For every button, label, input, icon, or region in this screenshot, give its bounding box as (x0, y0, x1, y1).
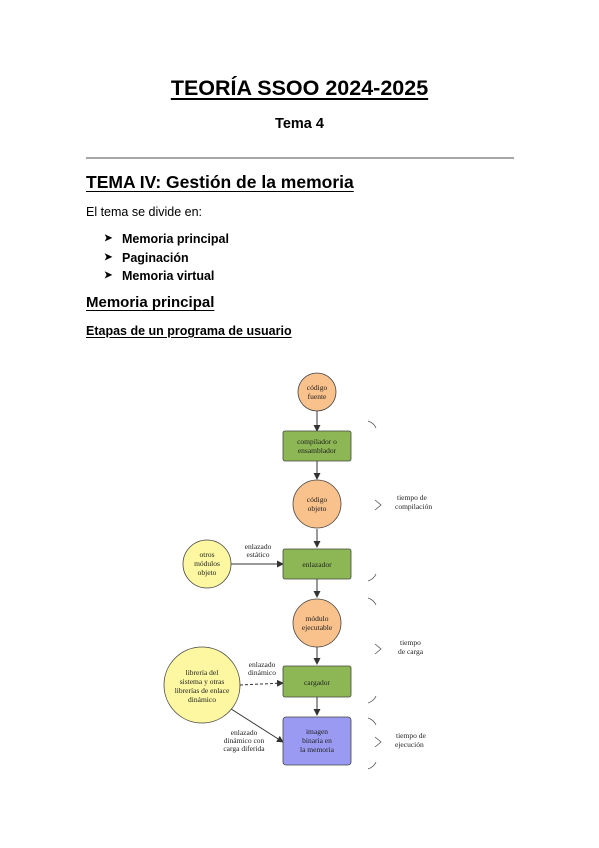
node-label: enlazador (302, 560, 332, 569)
chevron-right-icon (374, 643, 382, 655)
node-label: código (307, 495, 328, 504)
phase-label: tiempo (400, 638, 421, 647)
arrowhead-icon: ➤ (104, 251, 113, 263)
phase-label: ejecución (395, 740, 424, 749)
node-linker: enlazador (282, 548, 352, 580)
chapter-heading: TEMA IV: Gestión de la memoria (86, 172, 354, 192)
topic-label: Paginación (122, 250, 189, 265)
node-label: objeto (198, 568, 217, 577)
node-object-code: código objeto (292, 479, 342, 529)
edge-label: enlazado (249, 660, 276, 669)
arrowhead-icon: ➤ (104, 233, 113, 244)
phase-label: tiempo de (397, 493, 427, 502)
node-label: binaria en (302, 736, 332, 745)
section-heading: Memoria principal (86, 294, 215, 311)
edge-label: dinámico con (224, 736, 265, 745)
phase-brackets (367, 420, 382, 770)
node-memory-image: imagen binaria en la memoria (282, 716, 352, 766)
bracket-compile-bottom (367, 573, 377, 582)
node-label: ejecutable (302, 623, 333, 632)
node-shape (282, 716, 352, 766)
subsection-heading: Etapas de un programa de usuario (86, 324, 292, 338)
bracket-exec-bottom (367, 761, 377, 770)
chevron-right-icon (374, 499, 382, 511)
node-shape (292, 598, 342, 648)
node-label: compilador o (297, 437, 337, 446)
node-shape (163, 646, 241, 724)
node-label: librería del (186, 668, 219, 677)
edge-label: enlazado (231, 728, 258, 737)
node-label: módulos (194, 559, 220, 568)
arrowhead-icon: ➤ (104, 270, 113, 281)
node-label: imagen (306, 727, 328, 736)
phase-label: compilación (395, 502, 432, 511)
node-label: código (307, 383, 328, 392)
node-shape (282, 430, 352, 462)
bracket-compile-top (367, 420, 377, 429)
node-shape (182, 539, 232, 589)
node-system-library: librería del sistema y otras librerías d… (163, 646, 241, 724)
node-label: cargador (304, 678, 331, 687)
document-title: TEORÍA SSOO 2024-2025 (170, 76, 429, 100)
node-label: ensamblador (298, 446, 337, 455)
document-subtitle: Tema 4 (275, 116, 324, 132)
connector-group (227, 411, 321, 743)
horizontal-divider (86, 157, 514, 159)
node-label: librerías de enlace (175, 686, 230, 695)
list-item: ➤ Paginación (104, 249, 229, 268)
node-label: módulo (306, 614, 329, 623)
node-shape (282, 548, 352, 580)
topic-label: Memoria virtual (122, 269, 215, 283)
list-item: ➤ Memoria principal (104, 230, 229, 249)
edge-label: estático (247, 550, 270, 559)
intro-text: El tema se divide en: (86, 205, 203, 219)
edge-label: carga diferida (223, 744, 265, 753)
edge-label: enlazado (245, 542, 272, 551)
node-source-code: código fuente (297, 372, 337, 412)
node-shape (292, 479, 342, 529)
node-loader: cargador (282, 665, 352, 698)
arrow-library-to-loader (239, 679, 284, 687)
node-label: objeto (308, 504, 327, 513)
node-executable-module: módulo ejecutable (292, 598, 342, 648)
node-other-modules: otros módulos objeto (182, 539, 232, 589)
chevron-right-icon (374, 736, 382, 748)
list-item: ➤ Memoria virtual (104, 267, 229, 286)
arrow-library-to-memory (227, 706, 284, 743)
program-stages-diagram: código fuente compilador o ensamblador c… (163, 372, 432, 770)
phase-label: de carga (398, 647, 424, 656)
node-label: otros (200, 550, 215, 559)
bracket-exec-top (367, 717, 377, 726)
node-compiler: compilador o ensamblador (282, 430, 352, 462)
topic-label: Memoria principal (122, 232, 229, 246)
topic-list: ➤ Memoria principal ➤ Paginación ➤ Memoria … (104, 230, 229, 286)
node-label: sistema y otras (180, 677, 225, 686)
node-shape (282, 665, 352, 698)
bracket-load-bottom (367, 695, 377, 704)
node-label: la memoria (300, 745, 335, 754)
node-label: fuente (308, 392, 327, 401)
bracket-load-top (367, 597, 377, 606)
phase-label: tiempo de (396, 731, 426, 740)
node-label: dinámico (188, 695, 216, 704)
edge-label: dinámico (248, 668, 276, 677)
node-shape (297, 372, 337, 412)
